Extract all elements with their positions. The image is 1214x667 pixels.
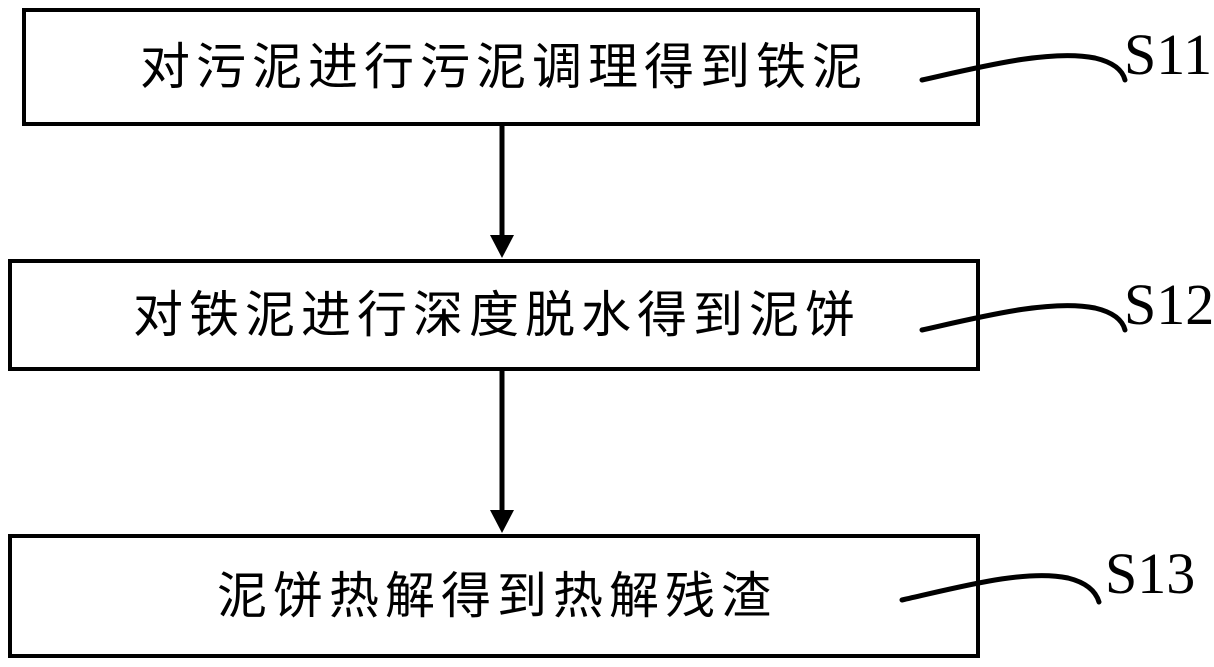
step-label-s12: S12 [1124, 272, 1214, 337]
flow-step-text-s11: 对污泥进行污泥调理得到铁泥 [140, 38, 868, 96]
flow-step-box-s11[interactable]: 对污泥进行污泥调理得到铁泥 [22, 8, 980, 126]
step-label-s11: S11 [1124, 22, 1213, 87]
connector-arrow-s12-s13 [490, 371, 514, 533]
leader-line-s12 [919, 303, 1128, 333]
flow-step-text-s13: 泥饼热解得到热解残渣 [217, 567, 777, 625]
flow-step-box-s12[interactable]: 对铁泥进行深度脱水得到泥饼 [8, 259, 980, 371]
connector-arrow-s11-s12 [490, 125, 514, 258]
step-label-s13: S13 [1105, 541, 1196, 606]
flow-step-box-s13[interactable]: 泥饼热解得到热解残渣 [8, 534, 980, 658]
flow-step-text-s12: 对铁泥进行深度脱水得到泥饼 [133, 286, 861, 344]
leader-line-s11 [919, 53, 1128, 83]
leader-line-s13 [899, 573, 1102, 605]
